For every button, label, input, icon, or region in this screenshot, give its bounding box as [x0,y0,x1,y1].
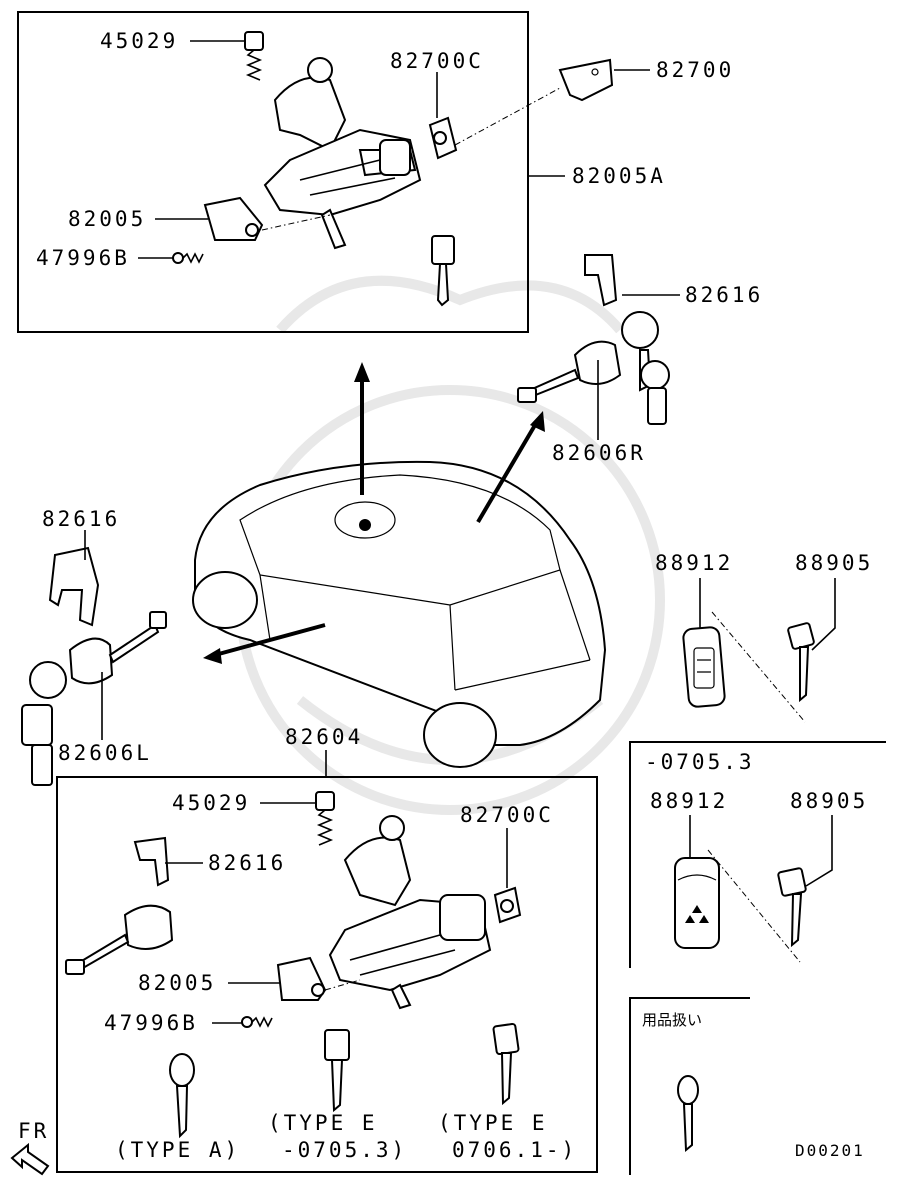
label-82005-bottom: 82005 [138,971,216,995]
door-cylinder-set [65,836,174,975]
lock-set-box [56,776,598,1173]
label-front: FR [18,1119,49,1143]
callout-arrows [203,362,545,664]
front-direction-arrow-icon [10,1142,50,1176]
lock-ring-set-82700C [493,886,522,924]
label-88912-old: 88912 [650,789,728,813]
label-period-0705-3: -0705.3 [645,750,755,774]
label-82616-left: 82616 [42,507,120,531]
label-diagram-code: D00201 [795,1141,865,1160]
label-82616-right: 82616 [685,283,763,307]
label-82005A: 82005A [572,164,666,188]
screw-set-47996B [241,1016,273,1028]
label-type-e-early-line1: (TYPE E [268,1111,378,1135]
label-82700C-bottom: 82700C [460,803,554,827]
label-type-e-early-line2: -0705.3) [282,1138,407,1162]
label-88905: 88905 [795,551,873,575]
key-blade-88905 [787,622,815,703]
accessory-key [677,1075,699,1153]
vehicle-illustration [192,460,607,768]
key-cover-82700 [558,58,614,102]
label-type-e-late-line2: 0706.1-) [452,1138,577,1162]
label-82616-bottom: 82616 [208,851,286,875]
remote-transmitter-old-88912 [674,857,720,949]
label-accessory: 用品扱い [642,1011,702,1029]
key-reminder-switch-set-82005 [276,956,327,1001]
label-82604: 82604 [285,725,363,749]
label-type-e-late-line1: (TYPE E [438,1111,548,1135]
period-box-frame [629,741,886,968]
accessory-box-frame [629,997,750,1175]
label-88905-old: 88905 [790,789,868,813]
ignition-switch-assembly [263,57,422,250]
key-type-e-late [492,1022,520,1106]
shear-bolt-set-45029 [315,791,335,846]
label-45029-top: 45029 [100,29,178,53]
ignition-assembly-box [17,11,529,333]
label-82005-top: 82005 [68,207,146,231]
screw-47996B [172,252,204,264]
key-type-a [169,1053,195,1139]
label-82606R: 82606R [552,441,646,465]
key-type-e-early [324,1029,350,1113]
label-82700C-top: 82700C [390,49,484,73]
key-blade-old-88905 [777,867,807,948]
shear-bolt-45029 [244,31,264,81]
ignition-switch-assembly-set [328,815,492,1010]
label-47996B-bottom: 47996B [104,1011,198,1035]
lock-ring-82700C [428,116,458,160]
key-reminder-switch-82005 [203,196,264,241]
blank-key-top [431,235,455,307]
label-88912: 88912 [655,551,733,575]
label-82700: 82700 [656,58,734,82]
remote-transmitter-88912 [682,626,726,708]
label-45029-bottom: 45029 [172,791,250,815]
label-82606L: 82606L [58,741,152,765]
label-47996B-top: 47996B [36,246,130,270]
label-type-a: (TYPE A) [115,1138,240,1162]
door-lock-right-82606R [517,254,670,425]
